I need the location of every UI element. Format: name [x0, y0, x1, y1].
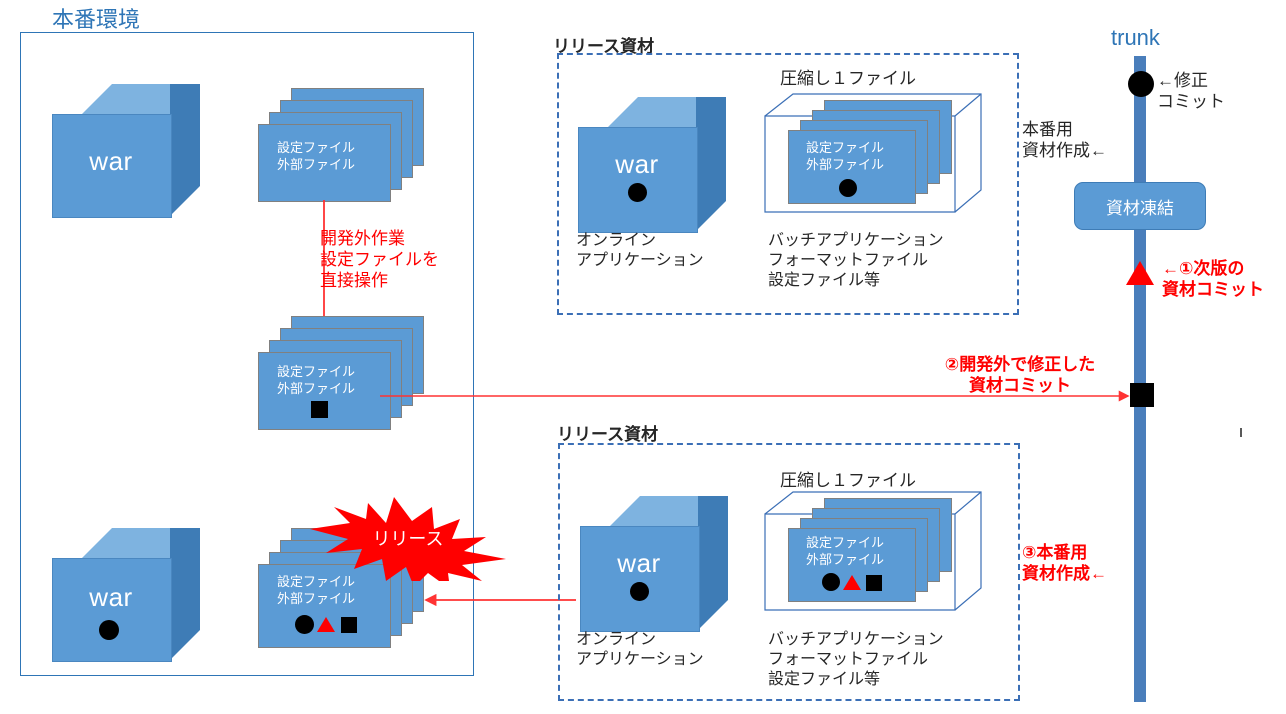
release-upper-file-stack: 設定ファイル 外部ファイル: [788, 100, 968, 212]
circle-marker-icon: [99, 620, 119, 640]
cube-side-face: [698, 496, 728, 630]
release-lower-files-label: 設定ファイル 外部ファイル: [806, 535, 885, 567]
arrow-release-to-prod: [424, 593, 576, 607]
cube-front-face: [578, 127, 698, 233]
arrow-outdev-commit: [380, 390, 1130, 402]
cube-front-face: [52, 558, 172, 662]
release-upper-compress-label: 圧縮し１ファイル: [780, 69, 916, 88]
war-cube-bottom: war: [52, 528, 200, 662]
trunk-fix-commit-label: ←修正 コミット: [1157, 71, 1225, 112]
release-upper-files-label: 設定ファイル 外部ファイル: [806, 140, 885, 172]
release-burst-label: リリース: [372, 529, 444, 549]
release-upper-group: [557, 53, 1019, 315]
release-lower-online-caption: オンライン アプリケーション: [576, 631, 704, 668]
trunk-step2-label: ②開発外で修正した 資材コミット: [944, 355, 1096, 396]
circle-marker-icon: [295, 615, 314, 634]
circle-marker-icon: [839, 179, 857, 197]
triangle-marker-icon: [843, 575, 861, 590]
war-cube-top: war: [52, 84, 200, 218]
release-upper-heading: リリース資材: [553, 37, 655, 56]
release-lower-compress-label: 圧縮し１ファイル: [780, 471, 916, 490]
cube-side-face: [170, 84, 200, 216]
release-burst: リリース: [310, 497, 506, 589]
cube-side-face: [170, 528, 200, 660]
triangle-marker-icon: [317, 617, 335, 632]
square-marker-icon: [341, 617, 357, 633]
file-card-front: 設定ファイル 外部ファイル: [788, 130, 916, 204]
direct-edit-note: 開発外作業 設定ファイルを 直接操作: [320, 229, 439, 291]
trunk-prod-build-note: 本番用 資材作成←: [1022, 120, 1107, 161]
trunk-step3-label: ③本番用 資材作成←: [1022, 543, 1107, 584]
file-card-front: 設定ファイル 外部ファイル: [258, 352, 391, 430]
square-marker-icon: [311, 401, 328, 418]
file-card-front: 設定ファイル 外部ファイル: [258, 124, 391, 202]
production-env-frame: [20, 32, 474, 676]
burst-shape-icon: [310, 497, 506, 589]
file-stack-top-label: 設定ファイル 外部ファイル: [277, 140, 356, 172]
file-stack-top: 設定ファイル 外部ファイル: [258, 88, 434, 206]
file-card-front: 設定ファイル 外部ファイル: [258, 564, 391, 648]
release-upper-online-caption: オンライン アプリケーション: [576, 232, 704, 269]
file-stack-bottom-label: 設定ファイル 外部ファイル: [277, 574, 356, 606]
cube-front-face: [52, 114, 172, 218]
release-upper-war-cube: war: [578, 97, 726, 233]
cube-side-face: [696, 97, 726, 231]
trunk-step2-square-marker: [1130, 383, 1154, 407]
trunk-fix-commit-marker: [1128, 71, 1154, 97]
trunk-step1-triangle-marker: [1126, 261, 1154, 285]
circle-marker-icon: [822, 573, 840, 591]
release-upper-batch-caption: バッチアプリケーション フォーマットファイル 設定ファイル等: [768, 232, 944, 289]
file-card-front: 設定ファイル 外部ファイル: [788, 528, 916, 602]
file-stack-middle: 設定ファイル 外部ファイル: [258, 316, 434, 434]
release-lower-group: [558, 443, 1020, 701]
cube-front-face: [580, 526, 700, 632]
war-cube-bottom-label: war: [89, 582, 133, 612]
trunk-timeline: [1134, 56, 1146, 702]
trunk-freeze-pill: 資材凍結: [1074, 182, 1206, 230]
square-marker-icon: [866, 575, 882, 591]
release-lower-war-cube: war: [580, 496, 728, 632]
release-lower-heading: リリース資材: [557, 425, 659, 444]
stray-tick-mark: [1240, 428, 1242, 437]
release-upper-war-label: war: [615, 149, 659, 179]
release-lower-file-stack: 設定ファイル 外部ファイル: [788, 498, 968, 610]
circle-marker-icon: [628, 183, 647, 202]
file-stack-middle-label: 設定ファイル 外部ファイル: [277, 364, 356, 396]
war-cube-top-label: war: [89, 146, 133, 176]
release-lower-batch-caption: バッチアプリケーション フォーマットファイル 設定ファイル等: [768, 631, 944, 688]
production-env-title: 本番環境: [52, 7, 141, 32]
circle-marker-icon: [630, 582, 649, 601]
trunk-title: trunk: [1111, 25, 1160, 50]
arrow-direct-edit: [318, 200, 330, 330]
release-lower-war-label: war: [617, 548, 661, 578]
trunk-step1-label: ←①次版の 資材コミット: [1162, 259, 1264, 300]
